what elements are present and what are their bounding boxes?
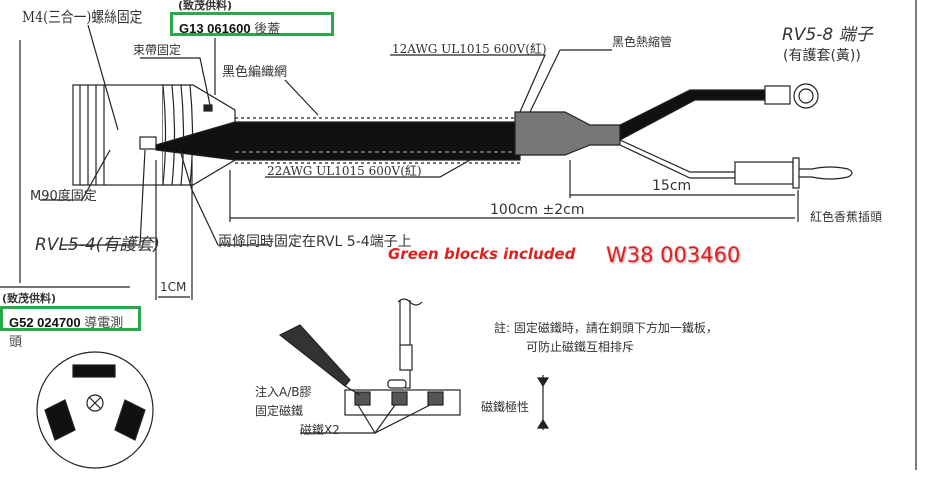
note-line-1: 註: 固定磁鐵時，請在銅頭下方加一鐵板， [494, 321, 718, 335]
both-fixed-label: 兩條同時固定在RVL 5-4端子上 [218, 234, 412, 250]
supplied-label-top: (致茂供料) [178, 0, 233, 12]
green-blocks-annotation: Green blocks included [388, 245, 576, 263]
m4-screw-label: M4(三合一)螺絲固定 [22, 8, 143, 26]
fix-magnet-label: 固定磁鐵 [255, 404, 304, 418]
banana-plug [734, 161, 794, 185]
rv58-sleeve-label: (有護套(黃)) [783, 48, 861, 64]
part-number-annotation: W38 003460 [606, 243, 741, 267]
m90-fix-label: M90度固定 [30, 189, 97, 204]
inject-glue-label: 注入A/B膠 [255, 385, 312, 399]
dim-100cm: 100cm ±2cm [490, 202, 585, 218]
magnet-polarity-label: 磁鐵極性 [481, 400, 530, 414]
probe-face [36, 351, 154, 469]
heat-shrink [514, 111, 621, 156]
dim-1cm: 1CM [160, 280, 187, 294]
rvl54-label: RVL5-4(有護套) [35, 235, 160, 255]
rv58-terminal-label: RV5-8 端子 [782, 25, 873, 45]
syringe [278, 324, 351, 387]
wire-22awg-label: 22AWG UL1015 600V(紅) [267, 164, 422, 178]
magnet-x2-label: 磁鐵X2 [300, 423, 340, 437]
part-name: 後蓋 [254, 21, 281, 36]
dim-15cm: 15cm [652, 178, 692, 194]
part-box-bottom: G52 024700 導電測頭 [0, 306, 141, 349]
cable-bundle [155, 121, 521, 161]
supplied-label-bottom: (致茂供料) [2, 292, 57, 305]
part-code: G13 061600 [179, 21, 251, 36]
note-line-2: 可防止磁鐵互相排斥 [526, 340, 635, 354]
cable-tie-label: 束帶固定 [133, 43, 182, 57]
black-braid-label: 黑色編織網 [222, 65, 288, 80]
wire-12awg-label: 12AWG UL1015 600V(紅) [392, 42, 547, 56]
part-name: 導電測頭 [9, 315, 124, 349]
red-banana-label: 紅色香蕉插頭 [810, 210, 883, 224]
part-code: G52 024700 [9, 315, 81, 330]
part-box-top: G13 061600 後蓋 [170, 12, 334, 36]
heat-shrink-label: 黑色熱縮管 [612, 35, 673, 49]
ring-terminal [793, 83, 819, 109]
